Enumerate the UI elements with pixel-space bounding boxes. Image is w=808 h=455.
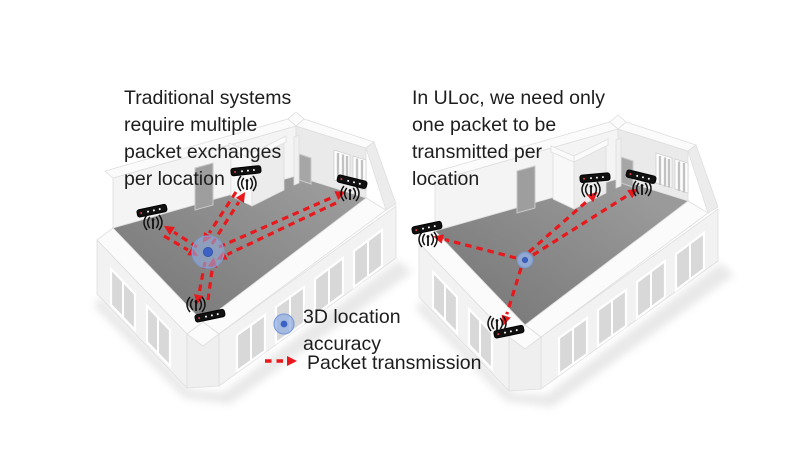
packet-arrow — [210, 191, 246, 245]
left-caption: Traditional systems require multiple pac… — [124, 85, 291, 193]
anchor-near-corner-icon — [487, 315, 525, 339]
tag-accuracy-circle — [516, 251, 534, 269]
legend-transmission-label: Packet transmission — [307, 352, 482, 374]
anchor-east-corner-icon — [625, 169, 657, 197]
packet-arrow — [218, 191, 346, 249]
caption-line: packet exchanges — [124, 141, 282, 163]
anchor-near-corner-icon — [186, 296, 226, 323]
anchor-partition-icon — [230, 165, 262, 192]
packet-arrow — [532, 188, 639, 257]
right-caption: In ULoc, we need only one packet to be t… — [412, 85, 605, 193]
anchor-partition-icon — [579, 172, 611, 198]
anchor-left-wall-icon — [136, 203, 168, 231]
caption-line: one packet to be — [412, 114, 557, 136]
caption-line: Traditional systems — [124, 87, 292, 109]
room-uloc — [416, 114, 734, 407]
legend-packet-arrow-icon — [265, 356, 297, 366]
tag-accuracy-circle — [191, 235, 225, 269]
anchor-left-wall-icon — [411, 220, 443, 248]
caption-line: transmitted per — [412, 141, 543, 163]
caption-line: require multiple — [124, 114, 258, 136]
legend-accuracy-circle-icon — [273, 313, 295, 335]
legend-accuracy-label: 3D location accuracy — [303, 306, 401, 355]
caption-line: location — [412, 168, 480, 190]
anchor-east-corner-icon — [336, 174, 368, 202]
caption-line: In ULoc, we need only — [412, 87, 605, 109]
caption-line: per location — [124, 168, 225, 190]
legend-icons — [265, 313, 297, 366]
